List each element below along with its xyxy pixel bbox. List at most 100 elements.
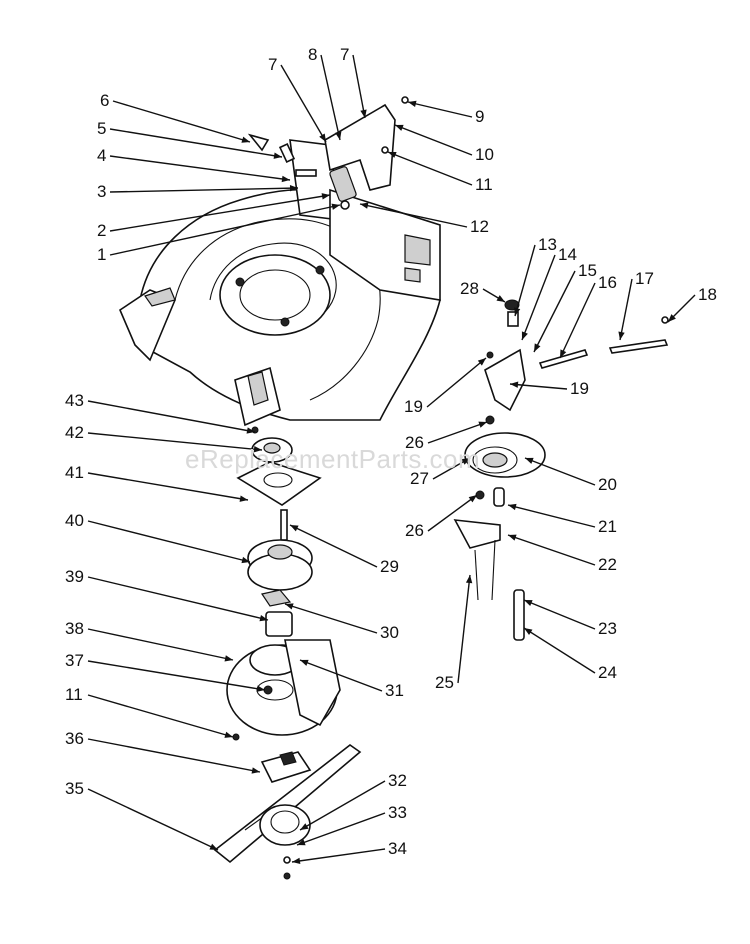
callout-27: 27 bbox=[410, 469, 429, 488]
leader-c5 bbox=[109, 128, 283, 158]
leader-c1 bbox=[109, 204, 341, 256]
callout-14: 14 bbox=[558, 245, 577, 264]
arrowhead-c4 bbox=[281, 175, 290, 183]
arrowhead-c23 bbox=[524, 600, 533, 606]
arrowhead-c11b bbox=[224, 731, 233, 738]
arrowhead-c43 bbox=[246, 427, 255, 434]
leader-c25 bbox=[457, 574, 471, 684]
leader-c10 bbox=[394, 124, 473, 156]
leader-c39 bbox=[87, 576, 269, 621]
callout-8: 8 bbox=[308, 45, 318, 64]
callout-7: 7 bbox=[268, 55, 278, 74]
handle-bracket-assembly bbox=[247, 96, 409, 210]
arrowhead-c22 bbox=[508, 534, 517, 541]
arrowhead-c8 bbox=[335, 131, 342, 140]
arrowhead-c32 bbox=[300, 823, 309, 830]
leader-c14 bbox=[521, 254, 556, 341]
callout-7: 7 bbox=[340, 45, 350, 64]
callout-39: 39 bbox=[65, 567, 84, 586]
watermark: eReplacementParts.com bbox=[185, 444, 481, 474]
leader-c29 bbox=[289, 524, 378, 568]
callout-19: 19 bbox=[570, 379, 589, 398]
leader-c13 bbox=[514, 244, 536, 317]
callout-10: 10 bbox=[475, 145, 494, 164]
callout-16: 16 bbox=[598, 273, 617, 292]
arrowhead-c14 bbox=[521, 331, 528, 340]
arrowhead-c38 bbox=[224, 655, 233, 662]
leader-c12 bbox=[359, 203, 468, 228]
leader-c26b bbox=[427, 494, 478, 532]
arrowhead-c2 bbox=[321, 193, 330, 200]
callout-5: 5 bbox=[97, 119, 107, 138]
arrowhead-c5 bbox=[273, 152, 282, 159]
callout-26: 26 bbox=[405, 433, 424, 452]
leader-c7a bbox=[280, 64, 327, 143]
arrowhead-c16 bbox=[560, 349, 567, 358]
callout-21: 21 bbox=[598, 517, 617, 536]
leader-c19b bbox=[509, 383, 568, 390]
callout-31: 31 bbox=[385, 681, 404, 700]
arrowhead-c28 bbox=[496, 295, 505, 302]
callout-19: 19 bbox=[404, 397, 423, 416]
callout-11: 11 bbox=[65, 685, 83, 704]
callout-15: 15 bbox=[578, 261, 597, 280]
leader-c31 bbox=[299, 659, 383, 692]
arrowhead-c30 bbox=[285, 603, 294, 610]
arrowhead-c37 bbox=[256, 685, 265, 692]
callout-32: 32 bbox=[388, 771, 407, 790]
leader-c22 bbox=[507, 534, 596, 566]
callout-1: 1 bbox=[97, 245, 107, 264]
callout-22: 22 bbox=[598, 555, 617, 574]
leader-c7b bbox=[352, 54, 366, 119]
callout-34: 34 bbox=[388, 839, 407, 858]
leader-c37 bbox=[87, 660, 266, 691]
arrowhead-c31 bbox=[300, 659, 309, 666]
callout-20: 20 bbox=[598, 475, 617, 494]
leader-c8 bbox=[320, 54, 341, 141]
callout-42: 42 bbox=[65, 423, 84, 442]
arrowhead-c26a bbox=[478, 421, 487, 428]
leader-c42 bbox=[87, 432, 263, 451]
leader-c33 bbox=[296, 812, 386, 846]
arrowhead-c6 bbox=[241, 136, 250, 143]
height-adjuster-assembly bbox=[453, 299, 669, 641]
arrowhead-c3 bbox=[289, 184, 298, 192]
leader-c26a bbox=[427, 421, 488, 444]
arrowhead-c39 bbox=[259, 615, 268, 622]
callout-6: 6 bbox=[100, 91, 110, 110]
leader-c34 bbox=[291, 848, 386, 863]
leader-c6 bbox=[112, 100, 251, 143]
arrowhead-c17 bbox=[618, 331, 625, 340]
callout-36: 36 bbox=[65, 729, 84, 748]
callout-2: 2 bbox=[97, 221, 107, 240]
callout-30: 30 bbox=[380, 623, 399, 642]
arrowhead-c7b bbox=[360, 109, 367, 118]
leader-c30 bbox=[284, 603, 378, 634]
leader-c4 bbox=[109, 155, 291, 181]
callout-17: 17 bbox=[635, 269, 654, 288]
leader-c36 bbox=[87, 738, 261, 773]
arrowhead-c9 bbox=[408, 100, 417, 107]
callout-9: 9 bbox=[475, 107, 485, 126]
mower-deck-housing bbox=[119, 139, 441, 427]
leader-c2 bbox=[109, 194, 331, 232]
arrowhead-c41 bbox=[239, 495, 248, 502]
leader-c11a bbox=[387, 151, 473, 186]
arrowhead-c34 bbox=[292, 857, 301, 865]
callout-40: 40 bbox=[65, 511, 84, 530]
arrowhead-c40 bbox=[241, 556, 250, 564]
leader-c23 bbox=[523, 599, 596, 630]
leader-c9 bbox=[407, 101, 473, 118]
callout-12: 12 bbox=[470, 217, 489, 236]
leader-c17 bbox=[619, 278, 633, 341]
arrowhead-c10 bbox=[395, 124, 404, 131]
arrowhead-c18 bbox=[668, 314, 676, 322]
callout-29: 29 bbox=[380, 557, 399, 576]
arrowhead-c13 bbox=[514, 307, 521, 316]
arrowhead-c15 bbox=[534, 343, 541, 352]
leader-c19a bbox=[426, 357, 487, 408]
leader-c35 bbox=[87, 788, 219, 851]
arrowhead-c24 bbox=[524, 628, 533, 635]
